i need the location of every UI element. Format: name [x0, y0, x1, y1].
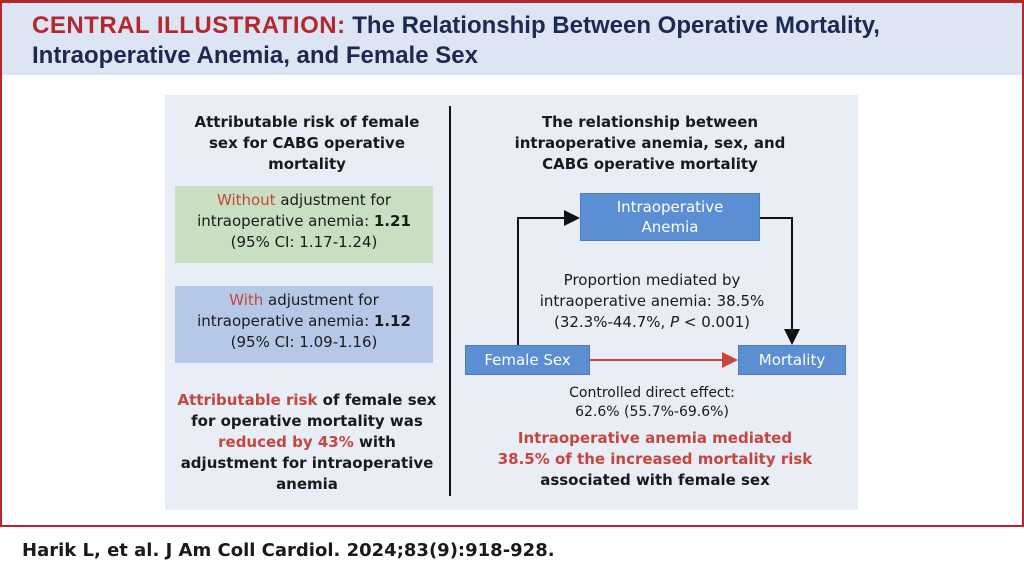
node-mortality: Mortality	[738, 345, 846, 375]
text: anemia	[276, 475, 338, 493]
text: (32.3%-44.7%,	[553, 313, 671, 331]
text: Proportion mediated by	[563, 271, 741, 289]
text: < 0.001)	[679, 313, 751, 331]
with-adjustment-box: With adjustment for intraoperative anemi…	[175, 286, 433, 363]
left-heading-line: Attributable risk of female	[194, 113, 420, 131]
left-heading: Attributable risk of female sex for CABG…	[170, 112, 444, 175]
right-heading-line: The relationship between	[541, 113, 759, 131]
text: intraoperative anemia: 38.5%	[539, 292, 765, 310]
divider	[449, 106, 451, 496]
text: Intraoperative anemia mediated	[517, 429, 793, 447]
node-intraoperative-anemia: Intraoperative Anemia	[580, 193, 760, 241]
text: of female sex	[317, 391, 437, 409]
text: reduced by 43%	[218, 433, 354, 451]
figure-frame	[0, 0, 1024, 527]
right-conclusion: Intraoperative anemia mediated 38.5% of …	[470, 428, 840, 491]
right-heading-line: intraoperative anemia, sex, and	[514, 134, 786, 152]
without-adjustment-box: Without adjustment for intraoperative an…	[175, 186, 433, 263]
text: adjustment for intraoperative	[180, 454, 434, 472]
controlled-direct-effect: Controlled direct effect: 62.6% (55.7%-6…	[520, 384, 784, 422]
text: adjustment for	[275, 191, 392, 209]
arrow-female-to-anemia	[517, 210, 580, 345]
text: Controlled direct effect:	[569, 385, 735, 401]
without-value: 1.21	[373, 212, 411, 230]
without-ci: (95% CI: 1.17-1.24)	[230, 233, 378, 251]
text: intraoperative anemia:	[197, 312, 374, 330]
text: adjustment for	[263, 291, 379, 309]
without-label: Without	[216, 191, 276, 209]
proportion-mediated: Proportion mediated by intraoperative an…	[520, 270, 784, 333]
with-ci: (95% CI: 1.09-1.16)	[230, 333, 378, 351]
text: 62.6% (55.7%-69.6%)	[575, 404, 729, 420]
with-label: With	[229, 291, 264, 309]
figure-header: CENTRAL ILLUSTRATION: The Relationship B…	[2, 3, 1022, 75]
right-heading: The relationship between intraoperative …	[480, 112, 820, 175]
citation: Harik L, et al. J Am Coll Cardiol. 2024;…	[22, 540, 555, 561]
left-heading-line: sex for CABG operative	[208, 134, 406, 152]
with-value: 1.12	[373, 312, 411, 330]
left-heading-line: mortality	[268, 155, 346, 173]
text: Intraoperative	[616, 198, 724, 216]
header-title-1: The Relationship Between Operative Morta…	[352, 12, 880, 39]
arrow-anemia-to-mortality	[760, 217, 800, 345]
text: associated with female sex	[540, 471, 770, 489]
node-female-sex: Female Sex	[465, 345, 590, 375]
right-heading-line: CABG operative mortality	[542, 155, 758, 173]
text: Attributable risk	[177, 391, 318, 409]
text: with	[353, 433, 396, 451]
text: 38.5% of the increased mortality risk	[497, 450, 813, 468]
header-label: CENTRAL ILLUSTRATION:	[32, 12, 346, 39]
text: intraoperative anemia:	[197, 212, 374, 230]
text: for operative mortality was	[191, 412, 423, 430]
text: P	[670, 313, 680, 331]
header-title-2: Intraoperative Anemia, and Female Sex	[32, 42, 478, 69]
text: Anemia	[641, 218, 699, 236]
left-summary: Attributable risk of female sex for oper…	[170, 390, 444, 495]
